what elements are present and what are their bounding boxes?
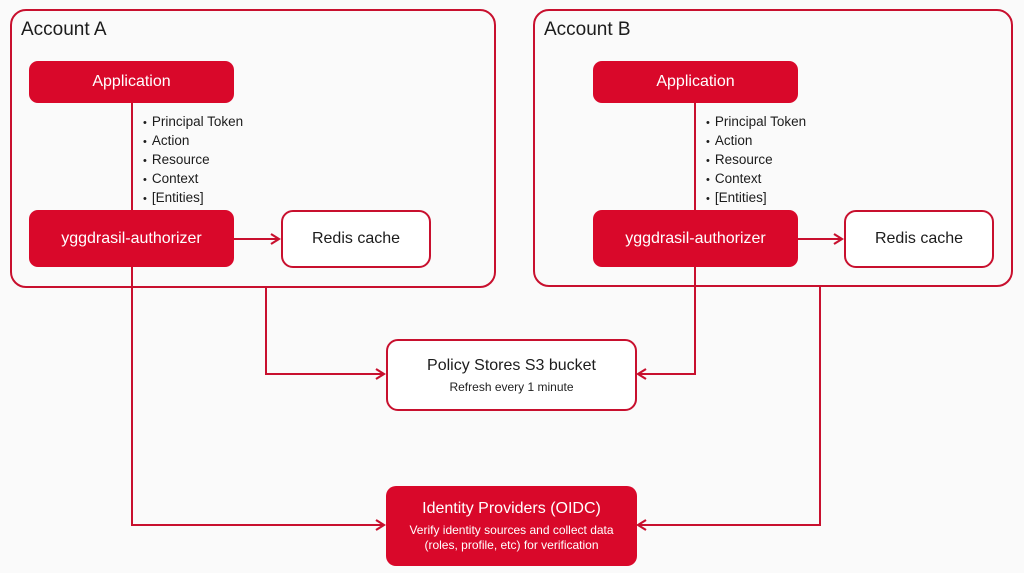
account-a-title: Account A <box>21 19 107 40</box>
authorizer-a-label: yggdrasil-authorizer <box>61 229 202 247</box>
identity-providers-title: Identity Providers (OIDC) <box>422 499 601 517</box>
redis-cache-b-node[interactable]: Redis cache <box>844 210 994 268</box>
account-b-container: Account B <box>533 9 1013 287</box>
payload-item: Context <box>143 170 243 189</box>
payload-item: [Entities] <box>706 189 806 208</box>
account-b-title: Account B <box>544 19 631 40</box>
policy-store-title: Policy Stores S3 bucket <box>427 356 596 374</box>
payload-item: Context <box>706 170 806 189</box>
authorizer-a-node[interactable]: yggdrasil-authorizer <box>29 210 234 267</box>
arrow-account-a-to-policy-store <box>265 287 384 374</box>
application-b-label: Application <box>656 73 735 90</box>
payload-item: Resource <box>706 151 806 170</box>
request-payload-list-b: Principal Token Action Resource Context … <box>706 113 806 208</box>
arrow-authorizer-a-to-identity-providers <box>131 267 384 525</box>
arrow-account-b-to-identity-providers <box>638 286 821 525</box>
arrow-authorizer-b-to-policy-store <box>638 267 696 374</box>
payload-item: Principal Token <box>706 113 806 132</box>
payload-item: Principal Token <box>143 113 243 132</box>
authorizer-b-node[interactable]: yggdrasil-authorizer <box>593 210 798 267</box>
redis-cache-a-label: Redis cache <box>311 230 401 247</box>
account-a-container: Account A <box>10 9 496 288</box>
policy-store-subtitle: Refresh every 1 minute <box>449 379 574 394</box>
payload-item: Action <box>706 132 806 151</box>
policy-store-node[interactable]: Policy Stores S3 bucket Refresh every 1 … <box>386 339 637 411</box>
authorizer-b-label: yggdrasil-authorizer <box>625 229 766 247</box>
application-a-node[interactable]: Application <box>29 61 234 103</box>
redis-cache-a-node[interactable]: Redis cache <box>281 210 431 268</box>
payload-item: [Entities] <box>143 189 243 208</box>
payload-item: Resource <box>143 151 243 170</box>
identity-providers-subtitle-line2: (roles, profile, etc) for verification <box>424 537 599 552</box>
identity-providers-node[interactable]: Identity Providers (OIDC) Verify identit… <box>386 486 637 566</box>
application-b-node[interactable]: Application <box>593 61 798 103</box>
application-a-label: Application <box>92 73 171 90</box>
identity-providers-subtitle-line1: Verify identity sources and collect data <box>409 522 614 537</box>
request-payload-list-a: Principal Token Action Resource Context … <box>143 113 243 208</box>
redis-cache-b-label: Redis cache <box>874 230 964 247</box>
payload-item: Action <box>143 132 243 151</box>
